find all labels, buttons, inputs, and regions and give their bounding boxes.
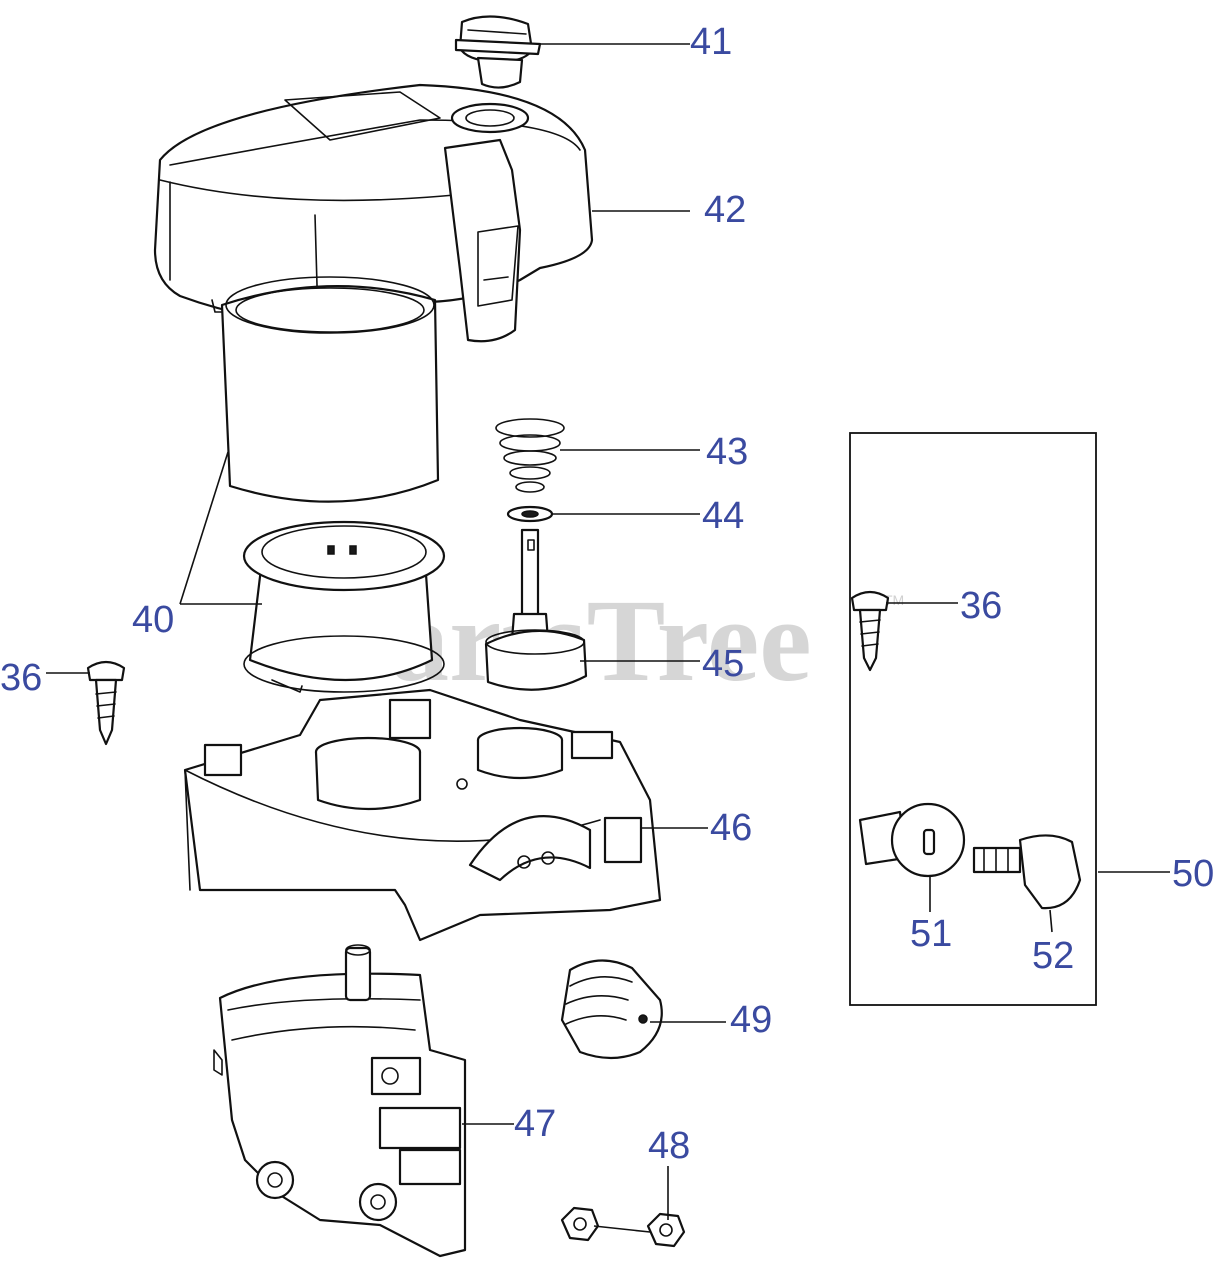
callout-50: 50	[1172, 853, 1214, 895]
callout-42: 42	[704, 189, 746, 231]
part-49-cap[interactable]	[560, 959, 663, 1060]
callout-49: 49	[730, 999, 772, 1041]
callout-45: 45	[702, 643, 744, 685]
part-36-screw-right[interactable]	[850, 590, 890, 672]
callout-52: 52	[1032, 935, 1074, 977]
part-48-nut-left[interactable]	[560, 1206, 600, 1242]
callout-43: 43	[706, 431, 748, 473]
part-41-knob[interactable]	[454, 15, 542, 89]
part-43-spring[interactable]	[495, 418, 565, 493]
callout-46: 46	[710, 807, 752, 849]
callout-40: 40	[132, 599, 174, 641]
part-47-lower-housing[interactable]	[213, 944, 467, 1258]
leader-lines	[46, 43, 1170, 1233]
part-46-base-housing[interactable]	[183, 688, 662, 942]
part-50-kit-box	[849, 432, 1097, 1006]
watermark-trademark: TM	[884, 592, 904, 608]
part-40-foam-filter[interactable]	[220, 276, 440, 503]
callout-36-left: 36	[0, 657, 42, 699]
callout-48: 48	[648, 1125, 690, 1167]
part-51-socket[interactable]	[858, 802, 966, 878]
callout-36-right: 36	[960, 585, 1002, 627]
callout-47: 47	[514, 1103, 556, 1145]
part-44-washer[interactable]	[506, 505, 554, 523]
part-42-cover[interactable]	[153, 83, 594, 343]
part-40-filter-cartridge[interactable]	[242, 520, 446, 693]
part-36-screw-left[interactable]	[86, 660, 126, 746]
callout-44: 44	[702, 495, 744, 537]
callout-51: 51	[910, 913, 952, 955]
callout-41: 41	[690, 21, 732, 63]
part-52-key[interactable]	[972, 834, 1082, 910]
part-45-shaft-assembly[interactable]	[484, 528, 588, 691]
part-48-nut-right[interactable]	[646, 1212, 686, 1248]
